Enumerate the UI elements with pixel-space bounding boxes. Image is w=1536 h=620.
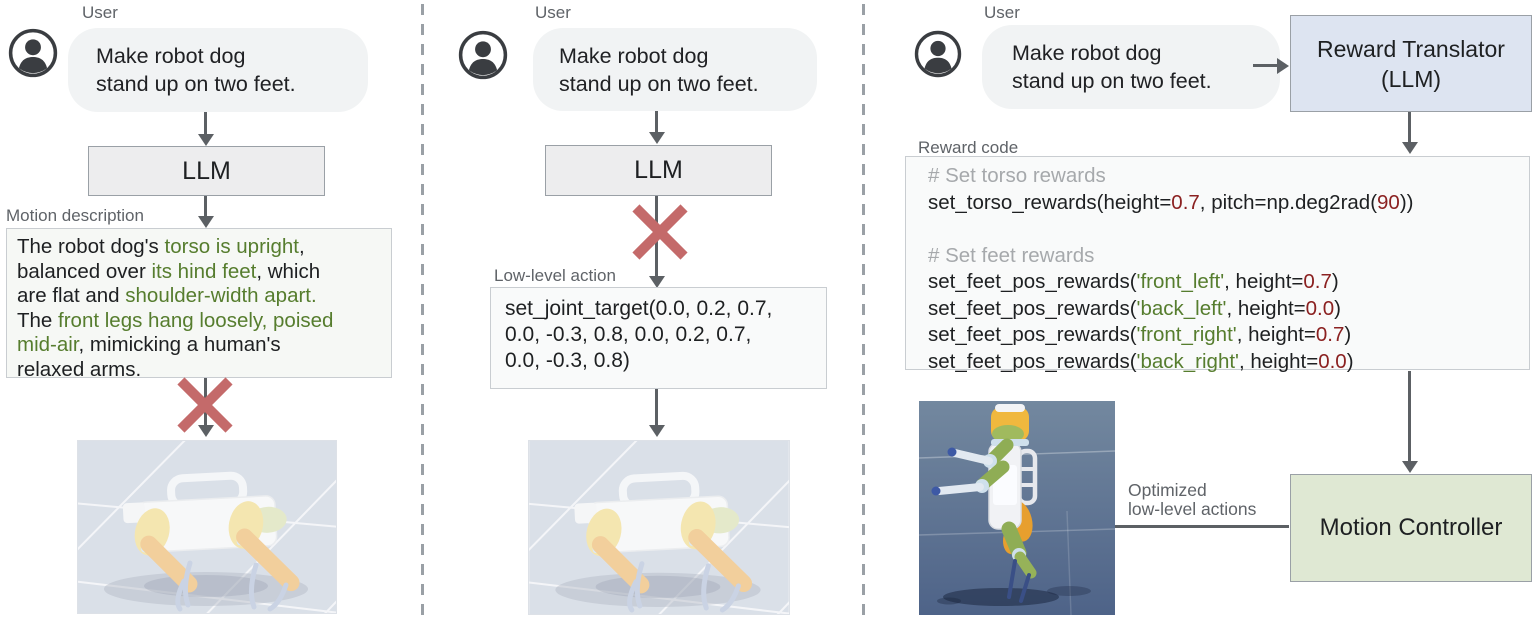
panel-separator-2 (862, 4, 865, 616)
robot-dog-four-legs-image (77, 440, 337, 614)
motion-controller-box: Motion Controller (1290, 474, 1532, 582)
motion-controller-label: Motion Controller (1319, 514, 1503, 541)
user-avatar-icon (914, 30, 962, 78)
user-avatar-icon (8, 28, 58, 78)
user-message-bubble: Make robot dog stand up on two feet. (982, 25, 1280, 109)
optimized-actions-line: Optimized (1128, 480, 1207, 500)
robot-dog-two-feet-image (919, 401, 1115, 615)
user-message-line: Make robot dog (1012, 41, 1162, 65)
user-message-line: stand up on two feet. (559, 71, 759, 96)
reward-translator-label: Reward Translator (1317, 35, 1505, 62)
user-message-line: stand up on two feet. (96, 72, 296, 96)
user-message-line: stand up on two feet. (1012, 69, 1212, 93)
motion-description-text: The robot dog's torso is upright,balance… (17, 235, 334, 381)
user-label: User (82, 3, 118, 22)
reward-translator-box: Reward Translator (LLM) (1290, 15, 1532, 112)
robot-dog-four-legs-image (528, 440, 790, 615)
low-level-action-code: set_joint_target(0.0, 0.2, 0.7,0.0, -0.3… (505, 297, 773, 372)
reward-translator-label: (LLM) (1380, 65, 1442, 92)
user-message-line: Make robot dog (559, 43, 709, 68)
user-message-line: Make robot dog (96, 44, 246, 68)
user-avatar-icon (458, 30, 508, 80)
user-label: User (984, 3, 1020, 22)
low-level-action-label: Low-level action (494, 266, 616, 285)
llm-box: LLM (88, 146, 325, 196)
user-message-bubble: Make robot dog stand up on two feet. (68, 28, 368, 112)
motion-description-box: The robot dog's torso is upright,balance… (6, 228, 392, 381)
user-message-bubble: Make robot dog stand up on two feet. (533, 28, 817, 111)
panel-separator-1 (421, 4, 424, 616)
llm-box-label: LLM (634, 156, 683, 184)
optimized-actions-line: low-level actions (1128, 499, 1257, 519)
llm-box-label: LLM (182, 156, 231, 185)
optimized-actions-label: Optimized low-level actions (1128, 481, 1256, 519)
user-label: User (535, 3, 571, 22)
reward-code-label: Reward code (918, 138, 1019, 157)
llm-box: LLM (545, 145, 772, 196)
motion-description-label: Motion description (6, 206, 144, 225)
low-level-action-code-box: set_joint_target(0.0, 0.2, 0.7,0.0, -0.3… (490, 287, 827, 389)
